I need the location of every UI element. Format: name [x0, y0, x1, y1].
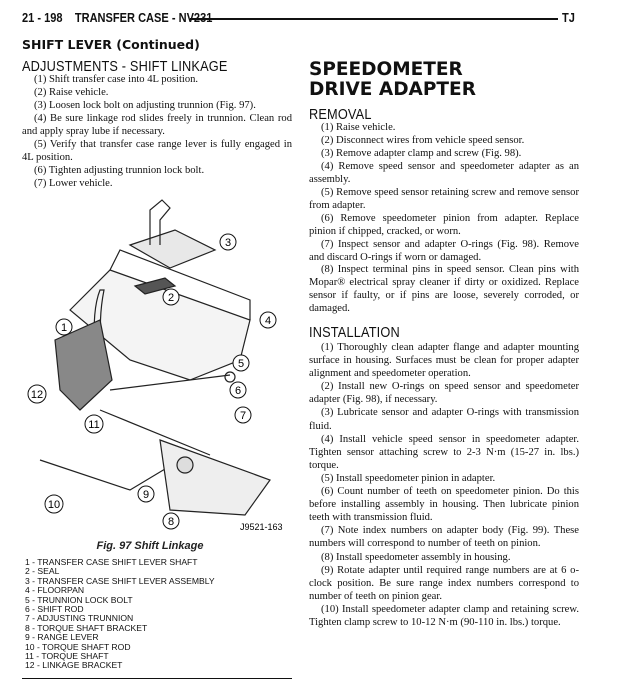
- svg-text:2: 2: [168, 292, 174, 304]
- callout-10: 10: [44, 494, 64, 514]
- step: (5) Remove speed sensor retaining screw …: [309, 186, 579, 211]
- shift-linkage-illustration: 3 2 4 1 5 12 6 7 11 9 10 8 J9521-163: [27, 199, 283, 532]
- svg-text:6: 6: [235, 385, 241, 397]
- step: (1) Thoroughly clean adapter flange and …: [309, 342, 579, 380]
- step: (3) Lubricate sensor and adapter O-rings…: [309, 407, 579, 432]
- figure-id: J9521-163: [240, 522, 283, 532]
- callout-6: 6: [229, 381, 247, 399]
- svg-text:5: 5: [238, 358, 244, 370]
- svg-text:9: 9: [143, 489, 149, 501]
- subheading-installation: INSTALLATION: [309, 324, 400, 341]
- step: (9) Rotate adapter until required range …: [309, 564, 579, 602]
- svg-text:3: 3: [225, 237, 231, 249]
- page-number: 21 - 198: [22, 10, 63, 25]
- removal-steps: (1) Raise vehicle. (2) Disconnect wires …: [309, 122, 579, 316]
- svg-text:8: 8: [168, 516, 174, 528]
- step: (2) Install new O-rings on speed sensor …: [309, 381, 579, 406]
- step: (8) Inspect terminal pins in speed senso…: [309, 264, 579, 315]
- callout-5: 5: [232, 354, 250, 372]
- subheading-removal: REMOVAL: [309, 106, 372, 123]
- callout-8: 8: [162, 512, 180, 530]
- step: (2) Raise vehicle.: [34, 86, 109, 98]
- step: (10) Install speedometer adapter clamp a…: [309, 603, 579, 628]
- legend-rule: [22, 678, 292, 679]
- step: (7) Lower vehicle.: [34, 177, 113, 189]
- section-heading-shift-lever: SHIFT LEVER (Continued): [22, 37, 200, 52]
- svg-text:1: 1: [61, 322, 67, 334]
- step: (3) Loosen lock bolt on adjusting trunni…: [34, 99, 256, 111]
- legend-item: 6 - SHIFT ROD: [25, 604, 84, 615]
- callouts: 3 2 4 1 5 12 6 7 11 9 10 8: [27, 233, 277, 530]
- legend-item: 5 - TRUNNION LOCK BOLT: [25, 594, 133, 605]
- subheading-adjustments: ADJUSTMENTS - SHIFT LINKAGE: [22, 58, 228, 75]
- legend-item: 4 - FLOORPAN: [25, 585, 85, 596]
- legend-item: 12 - LINKAGE BRACKET: [25, 660, 123, 671]
- svg-text:10: 10: [48, 499, 60, 511]
- callout-11: 11: [84, 414, 104, 434]
- callout-12: 12: [27, 384, 47, 404]
- chapter-title: TRANSFER CASE - NV231: [74, 10, 213, 25]
- step: (8) Install speedometer assembly in hous…: [321, 551, 511, 563]
- step: (6) Count number of teeth on speedometer…: [309, 486, 579, 524]
- step: (5) Verify that transfer case range leve…: [22, 138, 292, 163]
- step: (7) Note index numbers on adapter body (…: [309, 525, 579, 550]
- header-rule: [190, 18, 558, 20]
- svg-text:4: 4: [265, 315, 271, 327]
- step: (4) Remove speed sensor and speedometer …: [309, 160, 579, 185]
- figure-legend: 1 - TRANSFER CASE SHIFT LEVER SHAFT 2 - …: [25, 557, 215, 671]
- svg-text:11: 11: [88, 419, 99, 431]
- legend-item: 7 - ADJUSTING TRUNNION: [25, 613, 134, 624]
- step: (6) Remove speedometer pinion from adapt…: [309, 212, 579, 237]
- callout-9: 9: [137, 485, 155, 503]
- model-code: TJ: [562, 10, 575, 25]
- legend-item: 10 - TORQUE SHAFT ROD: [25, 641, 131, 652]
- legend-item: 8 - TORQUE SHAFT BRACKET: [25, 622, 148, 633]
- page-number-title: 21 - 198 TRANSFER CASE - NV231: [22, 10, 212, 25]
- callout-2: 2: [162, 288, 180, 306]
- legend-item: 1 - TRANSFER CASE SHIFT LEVER SHAFT: [25, 557, 198, 567]
- callout-3: 3: [219, 233, 237, 251]
- step: (1) Shift transfer case into 4L position…: [34, 74, 199, 85]
- step: (2) Disconnect wires from vehicle speed …: [321, 134, 525, 146]
- legend-item: 3 - TRANSFER CASE SHIFT LEVER ASSEMBLY: [25, 575, 215, 586]
- figure-caption: Fig. 97 Shift Linkage: [96, 540, 204, 552]
- legend-item: 11 - TORQUE SHAFT: [25, 651, 109, 662]
- callout-7: 7: [234, 406, 252, 424]
- svg-text:7: 7: [240, 410, 246, 422]
- step: (1) Raise vehicle.: [321, 122, 396, 133]
- adjustment-steps: (1) Shift transfer case into 4L position…: [22, 74, 292, 191]
- step: (6) Tighten adjusting trunnion lock bolt…: [34, 164, 205, 176]
- installation-steps: (1) Thoroughly clean adapter flange and …: [309, 341, 579, 629]
- legend-item: 2 - SEAL: [25, 566, 60, 577]
- step: (5) Install speedometer pinion in adapte…: [321, 472, 496, 484]
- callout-4: 4: [259, 311, 277, 329]
- step: (4) Be sure linkage rod slides freely in…: [22, 112, 292, 137]
- legend-item: 9 - RANGE LEVER: [25, 632, 99, 643]
- step: (3) Remove adapter clamp and screw (Fig.…: [321, 147, 522, 159]
- step: (7) Inspect sensor and adapter O-rings (…: [309, 238, 579, 263]
- callout-1: 1: [55, 318, 73, 336]
- section-heading-speedometer: SPEEDOMETER DRIVE ADAPTER: [309, 59, 476, 100]
- svg-text:12: 12: [31, 389, 43, 401]
- step: (4) Install vehicle speed sensor in spee…: [309, 433, 579, 471]
